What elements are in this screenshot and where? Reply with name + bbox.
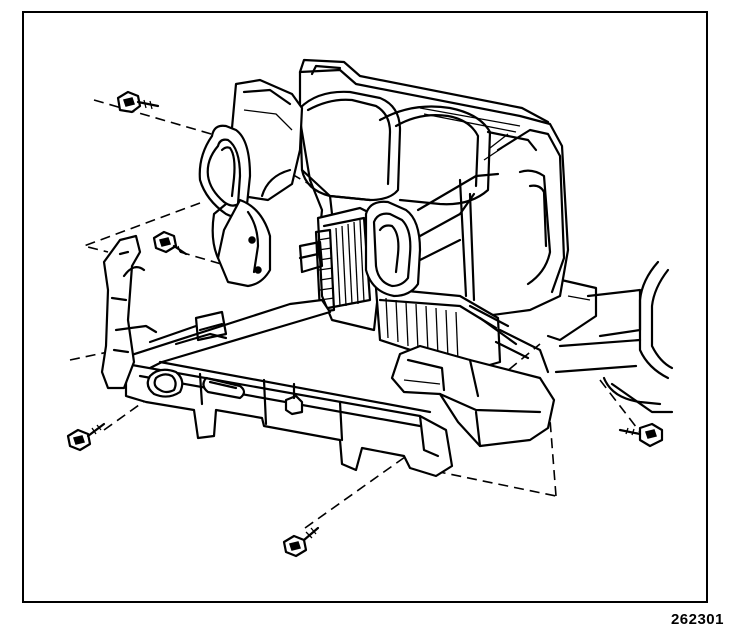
bolt-lower-left-icon [66, 422, 106, 452]
bolt-upper-left-icon [116, 90, 160, 114]
lower-support-panel [114, 240, 454, 478]
right-support-bracket [542, 260, 674, 414]
left-mounting-bracket [100, 234, 158, 390]
lower-duct [390, 328, 556, 448]
figure-number: 262301 [670, 611, 724, 628]
bolt-lower-center-icon [282, 526, 320, 558]
bolt-right-icon [618, 422, 664, 448]
evaporator-core [314, 206, 518, 372]
bolt-mid-left-icon [152, 230, 188, 256]
center-duct-outlet [364, 172, 500, 302]
